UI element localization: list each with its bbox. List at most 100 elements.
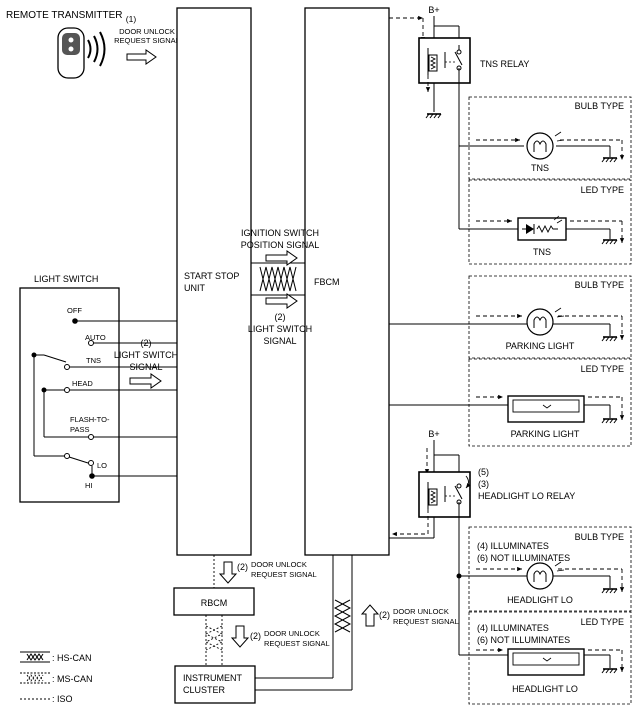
tns-led-label: TNS	[533, 247, 551, 257]
headlight-lo-relay-label: HEADLIGHT LO RELAY	[478, 491, 575, 501]
start-stop-unit-label-1: START STOP	[184, 271, 239, 281]
parking-led-type-label: LED TYPE	[581, 364, 624, 374]
start-stop-unit-box	[176, 7, 252, 556]
step2-number-c: (2)	[237, 562, 248, 572]
start-stop-unit-label-2: UNIT	[184, 283, 205, 293]
fbcm-box	[304, 7, 390, 556]
b-plus-label-2: B+	[428, 429, 439, 439]
legend: : HS-CAN : MS-CAN : ISO	[20, 651, 93, 704]
remote-transmitter-label: REMOTE TRANSMITTER	[6, 10, 122, 21]
tns-relay: B+ TNS RELAY	[389, 5, 529, 146]
tns-bulb-type-label: BULB TYPE	[575, 101, 624, 111]
fbcm-signal-up-arrow-icon	[360, 604, 380, 627]
remote-transmitter: REMOTE TRANSMITTER	[6, 10, 122, 79]
remote-button-panel	[62, 33, 80, 55]
headlight-bulb-not-illuminates: (6) NOT ILLUMINATES	[477, 553, 570, 563]
light-switch-signal-arrow-icon	[129, 373, 162, 389]
headlight-led-label: HEADLIGHT LO	[512, 684, 578, 694]
headlight-led-type-box	[468, 611, 632, 705]
door-unlock-signal-label-1: DOOR UNLOCK	[119, 27, 175, 36]
step2-number-e: (2)	[379, 610, 390, 620]
headlight-lo-relay: B+ (5) (3) HEADLIGHT LO RELAY	[389, 429, 575, 655]
step3-number: (3)	[478, 479, 489, 489]
headlight-bulb-illuminates: (4) ILLUMINATES	[477, 541, 549, 551]
signal-wave-icon	[87, 39, 92, 59]
legend-hs-can-swatch	[20, 651, 50, 663]
switch-lo-label: LO	[97, 461, 107, 470]
step5-number: (5)	[478, 467, 489, 477]
tns-bulb-type-group: BULB TYPE TNS	[459, 96, 632, 180]
step1-number: (1)	[126, 14, 137, 24]
cluster-signal-label-1: DOOR UNLOCK	[264, 629, 320, 638]
switch-flash-label-1: FLASH-TO-	[70, 415, 110, 424]
door-unlock-signal-label-2: REQUEST SIGNAL	[114, 36, 180, 45]
headlight-led-type-group: LED TYPE (4) ILLUMINATES (6) NOT ILLUMIN…	[459, 611, 632, 705]
light-switch-signal-arrow-icon-2	[265, 293, 298, 309]
instrument-cluster-label-2: CLUSTER	[183, 685, 226, 695]
switch-tns-label: TNS	[86, 356, 101, 365]
tns-relay-label: TNS RELAY	[480, 59, 529, 69]
rbcm-signal-arrow-icon	[218, 561, 238, 584]
parking-led-type-group: LED TYPE PARKING LIGHT	[389, 358, 632, 447]
hs-can-link	[251, 262, 305, 296]
rbcm-signal-label-2: REQUEST SIGNAL	[251, 570, 317, 579]
light-switch-signal-label-b1: LIGHT SWITCH	[248, 324, 312, 334]
instrument-cluster-label-1: INSTRUMENT	[183, 673, 242, 683]
ignition-signal-label-1: IGNITION SWITCH	[241, 228, 319, 238]
parking-bulb-type-label: BULB TYPE	[575, 280, 624, 290]
headlight-led-not-illuminates: (6) NOT ILLUMINATES	[477, 635, 570, 645]
headlight-bulb-type-label: BULB TYPE	[575, 532, 624, 542]
headlight-bulb-label: HEADLIGHT LO	[507, 595, 573, 605]
switch-flash-label-2: PASS	[70, 425, 89, 434]
rbcm-label: RBCM	[201, 598, 228, 608]
cluster-signal-label-2: REQUEST SIGNAL	[264, 639, 330, 648]
ignition-signal-arrow-icon	[265, 250, 298, 266]
fbcm-signal-label-2: REQUEST SIGNAL	[393, 617, 459, 626]
tns-led-module-icon	[517, 217, 567, 241]
switch-hi-label: HI	[85, 481, 93, 490]
ignition-signal-label-2: POSITION SIGNAL	[241, 240, 320, 250]
instrument-cluster-box	[174, 665, 256, 704]
light-switch-box	[19, 287, 120, 503]
legend-hs-can-label: : HS-CAN	[52, 653, 92, 663]
ms-can-link-lower	[204, 615, 224, 665]
rbcm-signal-label-1: DOOR UNLOCK	[251, 560, 307, 569]
parking-bulb-label: PARKING LIGHT	[506, 341, 575, 351]
parking-bulb-type-group: BULB TYPE PARKING LIGHT	[389, 275, 632, 359]
light-switch-label: LIGHT SWITCH	[34, 274, 98, 284]
step2-number-a: (2)	[141, 338, 152, 348]
headlight-bulb-icon	[526, 562, 554, 590]
switch-head-label: HEAD	[72, 379, 93, 388]
light-switch-signal-label-a1: LIGHT SWITCH	[114, 350, 178, 360]
parking-led-type-box	[468, 358, 632, 447]
light-switch-signal-label-a2: SIGNAL	[129, 362, 162, 372]
headlight-bulb-type-group: BULB TYPE (4) ILLUMINATES (6) NOT ILLUMI…	[456, 526, 632, 612]
switch-off-label: OFF	[67, 306, 82, 315]
tns-led-type-box	[468, 179, 632, 265]
signal-arrow-icon	[126, 49, 157, 65]
hs-can-link-bottom	[255, 555, 353, 691]
rbcm-box	[173, 587, 255, 616]
legend-ms-can-swatch	[20, 672, 50, 684]
parking-bulb-icon	[526, 308, 554, 336]
parking-bulb-type-box	[468, 275, 632, 359]
tns-bulb-type-box	[468, 96, 632, 180]
switch-auto-label: AUTO	[85, 333, 106, 342]
fbcm-label: FBCM	[314, 277, 340, 287]
tns-led-type-label: LED TYPE	[581, 185, 624, 195]
tns-bulb-icon	[526, 132, 554, 160]
fbcm-signal-label-1: DOOR UNLOCK	[393, 607, 449, 616]
legend-ms-can-label: : MS-CAN	[52, 674, 93, 684]
legend-iso-label: : ISO	[52, 694, 73, 704]
headlight-led-illuminates: (4) ILLUMINATES	[477, 623, 549, 633]
headlight-bulb-type-box	[468, 526, 632, 612]
light-switch-signal-label-b2: SIGNAL	[263, 336, 296, 346]
tns-led-type-group: LED TYPE TNS	[458, 146, 632, 265]
b-plus-label-1: B+	[428, 5, 439, 15]
parking-led-label: PARKING LIGHT	[511, 429, 580, 439]
cluster-signal-arrow-icon	[230, 625, 250, 648]
headlight-led-type-label: LED TYPE	[581, 617, 624, 627]
step2-number-b: (2)	[275, 312, 286, 322]
step2-number-d: (2)	[250, 631, 261, 641]
